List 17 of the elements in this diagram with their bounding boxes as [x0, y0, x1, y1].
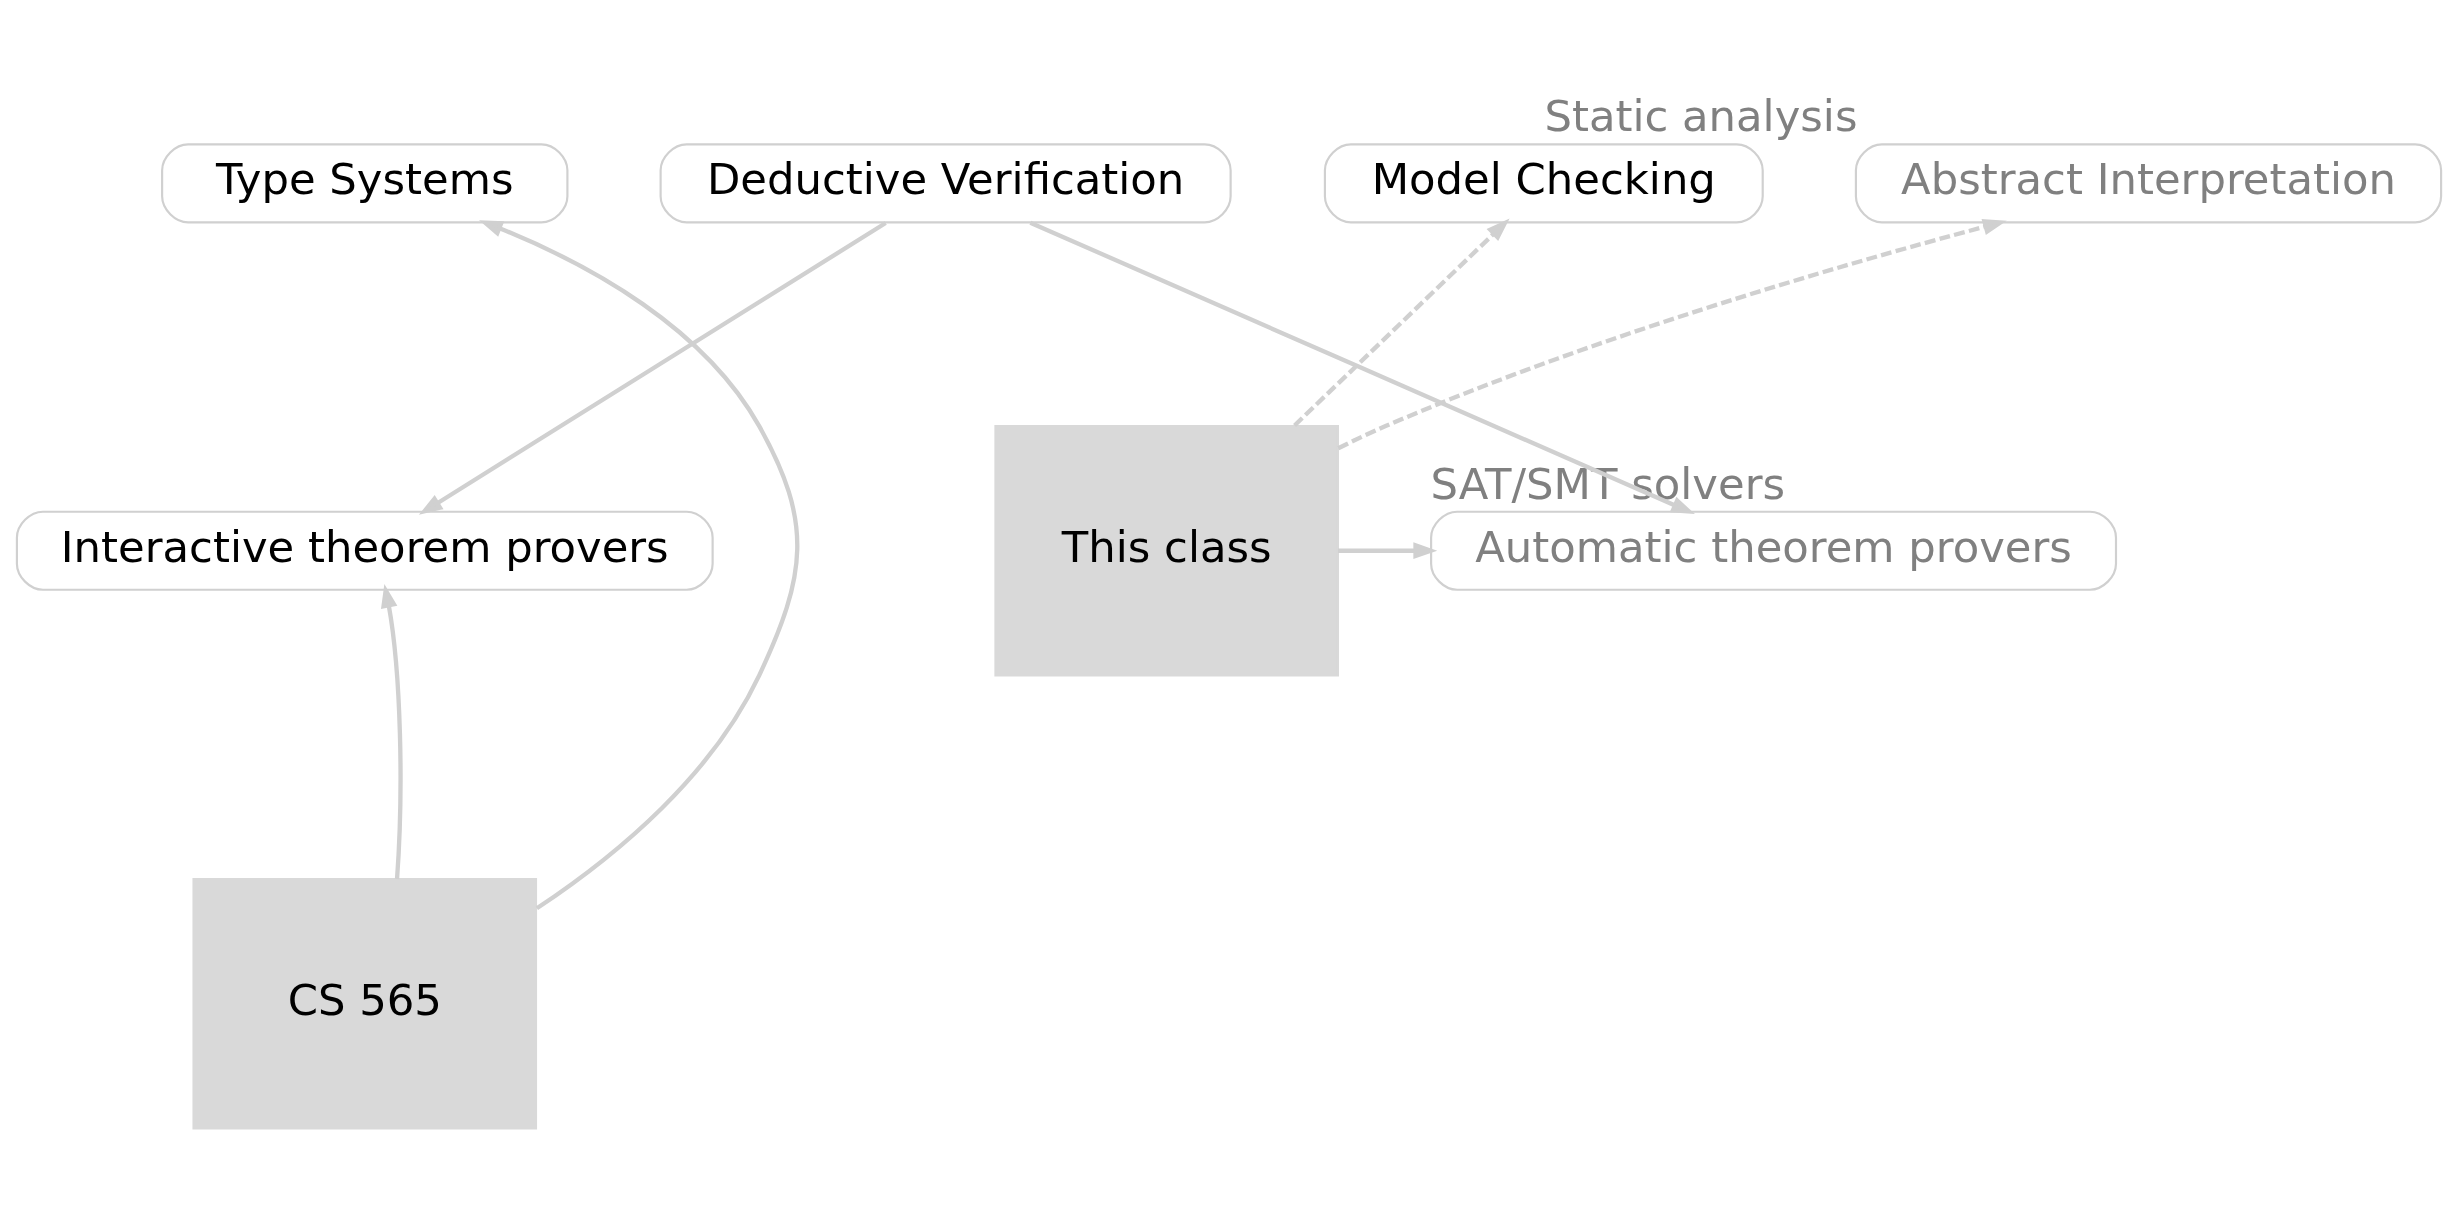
node-label: SAT/SMT solvers	[1430, 458, 1786, 509]
node-box: Deductive Verification	[659, 143, 1232, 224]
arrow	[479, 220, 800, 911]
node-label: Static analysis	[1544, 91, 1858, 142]
arrow	[1337, 218, 2007, 451]
node-box: Interactive theorem provers	[15, 510, 714, 591]
arrow	[381, 583, 403, 880]
arrow	[1029, 220, 1695, 515]
arrow	[1337, 542, 1438, 560]
node-box: This class	[994, 425, 1339, 677]
node-box: Type Systems	[161, 143, 569, 224]
node-box: Abstract Interpretation	[1854, 143, 2443, 224]
node-box: Model Checking	[1323, 143, 1764, 224]
arrow	[1293, 218, 1510, 427]
node-box: CS 565	[192, 878, 538, 1130]
arrow	[418, 221, 887, 515]
node-box: Automatic theorem provers	[1430, 510, 2118, 591]
